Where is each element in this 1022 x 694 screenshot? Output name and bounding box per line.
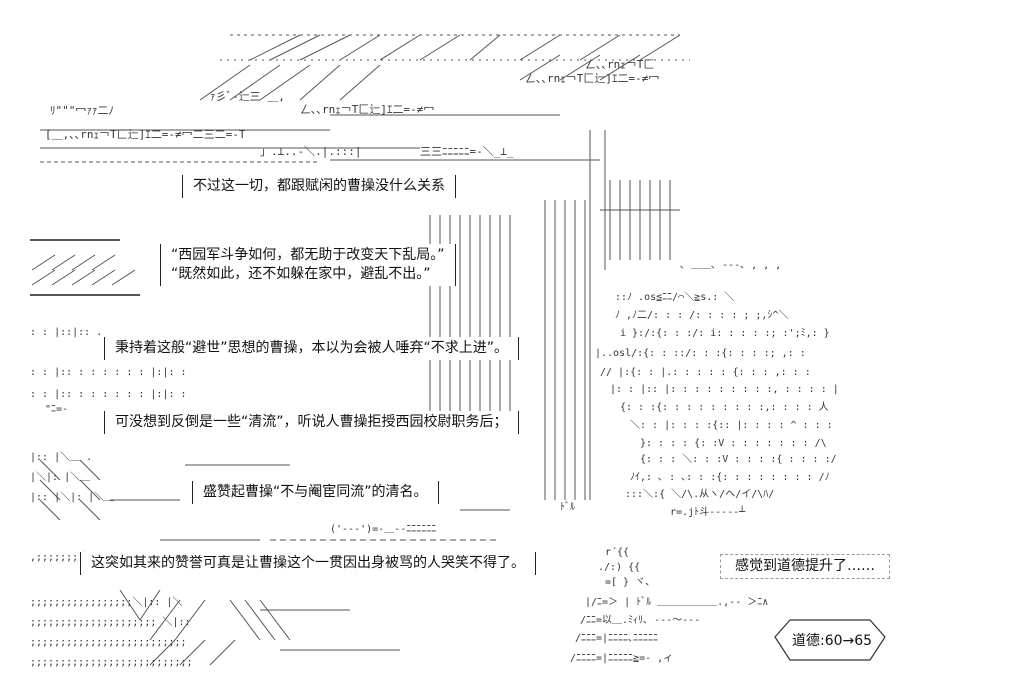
svg-text:＼: : |: : : :{:: |: : : : ^ :: ＼: : |: : : :{:: |: : : : ^ : : :	[630, 419, 833, 431]
svg-text:: : |:: : : : : : : |:|: :: : : |:: : : : : : : |:|: :	[30, 367, 187, 378]
svg-text:ﾘ"""冖ｧｧ二ﾉ: ﾘ"""冖ｧｧ二ﾉ	[50, 104, 114, 117]
svg-text:: : |::|:: .: : : |::|:: .	[30, 327, 102, 338]
svg-text:r=.jﾄ斗‐‐‐‐‐┴: r=.jﾄ斗‐‐‐‐‐┴	[670, 505, 746, 518]
svg-text:// |:{: : |.: : : : : {: : :: // |:{: : |.: : : : : {: : : ,: : :	[600, 367, 811, 378]
svg-text:|/ﾆ=＞ | ﾄﾞﾙ ＿＿＿＿＿＿.,‐‐ ＞ﾆ∧: |/ﾆ=＞ | ﾄﾞﾙ ＿＿＿＿＿＿.,‐‐ ＞ﾆ∧	[585, 596, 768, 608]
status-message-text: 感觉到道德提升了……	[735, 558, 875, 574]
svg-text:;;;;;;;;;;;;;;;;;;;;;;;;;;;: ;;;;;;;;;;;;;;;;;;;;;;;;;;;	[30, 657, 193, 668]
svg-text:|: : |:: |: : : : : : : : :, :: |: : |:: |: : : : : : : : :, : : : : |	[610, 384, 839, 395]
caption-text-line1: “西园军斗争如何，都无助于改变天下乱局。”	[171, 247, 445, 263]
svg-text:|:: |＼＿ .: |:: |＼＿ .	[30, 451, 92, 463]
svg-text:」.⊥..‐＼.|.:::|: 」.⊥..‐＼.|.:::|	[260, 145, 361, 158]
svg-text:ﾄﾞﾙ: ﾄﾞﾙ	[560, 501, 575, 513]
svg-text:;;;;;;;;;;;;;;;;;;;;; ＼|::: ;;;;;;;;;;;;;;;;;;;;; ＼|::	[30, 616, 191, 628]
svg-text:ｧ彡ﾞ‐辷三 ＿,: ｧ彡ﾞ‐辷三 ＿,	[210, 90, 285, 103]
svg-text:./:) {{: ./:) {{	[598, 562, 640, 573]
svg-text:ㄥ､､rnｪ￢T匚: ㄥ､､rnｪ￢T匚	[585, 58, 654, 71]
svg-text:: : |:: : : : : : : |:|: :: : : |:: : : : : : : |:|: :	[30, 389, 187, 400]
caption-text: 不过这一切，都跟赋闲的曹操没什么关系	[193, 178, 445, 194]
seated-figure-art: ､ ＿＿､ ‐‐‐､ , , , ::ﾉ .os≦ﾆﾆ/⌒＼≧s.: ＼ ﾉ ,…	[560, 260, 839, 664]
svg-text:ﾉｲ,: ､ : ､: : :{: : : : : : :: ﾉｲ,: ､ : ､: : :{: : : : : : : : /ﾉ	[630, 472, 830, 483]
svg-text:;;;;;;;;;;;;;;;;;;;;;;;;;;: ;;;;;;;;;;;;;;;;;;;;;;;;;;	[30, 637, 187, 648]
svg-text:"ﾆ=‐: "ﾆ=‐	[45, 404, 68, 415]
svg-text:/ﾆﾆﾆﾆ=|ﾆﾆﾆﾆﾆ≧=‐ ,ィ: /ﾆﾆﾆﾆ=|ﾆﾆﾆﾆﾆ≧=‐ ,ィ	[570, 653, 673, 664]
status-frame	[774, 619, 886, 661]
morality-status-text: 道德:60→65	[792, 633, 873, 649]
caption-text: 这突如其来的赞誉可真是让曹操这个一贯因出身被骂的人哭笑不得了。	[91, 555, 525, 571]
roof-text-art: ㄥ､､rnｪ￢T匚 ㄥ､､rnｪ￢T匚辷]ｴ二=‐≠冖 ｧ彡ﾞ‐辷三 ＿, ㄥ､…	[45, 58, 659, 158]
svg-text:|..osl/:{: : ::/: : :{: : : :;: |..osl/:{: : ::/: : :{: : : :; ,: :	[595, 348, 806, 359]
svg-text:[＿,､､rnｪ￢T匚辷]ｴ二=‐≠冖二三二=‐T: [＿,､､rnｪ￢T匚辷]ｴ二=‐≠冖二三二=‐T	[45, 128, 246, 141]
left-stair-text-art: : : |::|:: . : : |:: : : : : : : |:|: : …	[30, 327, 436, 668]
caption-text: 盛赞起曹操“不与阉宦同流”的清名。	[203, 484, 428, 500]
svg-text::::＼:{ ＼/\.从ヽ/ヘ/イ/\ﾊ/: :::＼:{ ＼/\.从ヽ/ヘ/イ/\ﾊ/	[625, 488, 774, 500]
svg-text:::ﾉ .os≦ﾆﾆ/⌒＼≧s.: ＼: ::ﾉ .os≦ﾆﾆ/⌒＼≧s.: ＼	[615, 291, 734, 303]
caption-text-line2: “既然如此，还不如躲在家中，避乱不出。”	[171, 266, 431, 282]
svg-text:r´{{: r´{{	[605, 546, 629, 558]
svg-text:('‐‐‐')=‐＿‐‐ﾆﾆﾆﾆﾆﾆ: ('‐‐‐')=‐＿‐‐ﾆﾆﾆﾆﾆﾆ	[330, 524, 436, 535]
svg-text:i }:/:{: : :/: i: : : : :; :';: i }:/:{: : :/: i: : : : :; :';ﾐ,: }	[620, 328, 830, 339]
svg-text:/ﾆﾆ=以＿.ﾐｨﾘ､ ‐‐‐〜‐‐‐: /ﾆﾆ=以＿.ﾐｨﾘ､ ‐‐‐〜‐‐‐	[580, 615, 700, 626]
caption-text: 秉持着这般“避世”思想的曹操，本以为会被人唾弃“不求上进”。	[115, 340, 509, 356]
caption-box-6: 这突如其来的赞誉可真是让曹操这个一贯因出身被骂的人哭笑不得了。	[80, 552, 536, 575]
svg-text:/ﾆﾆﾆ=|ﾆﾆﾆﾆ､ﾆﾆﾆﾆﾆ: /ﾆﾆﾆ=|ﾆﾆﾆﾆ､ﾆﾆﾆﾆﾆ	[575, 633, 658, 644]
svg-text:{: : : ＼: : :V : : : :{ : : :: {: : : ＼: : :V : : : :{ : : : :/	[640, 453, 837, 465]
caption-box-1: 不过这一切，都跟赋闲的曹操没什么关系	[182, 175, 456, 198]
svg-text:ㄥ､､rnｪ￢T匚辷]ｴ二=‐≠冖: ㄥ､､rnｪ￢T匚辷]ｴ二=‐≠冖	[525, 72, 659, 85]
caption-box-4: 可没想到反倒是一些“清流”，听说人曹操拒授西园校尉职务后；	[104, 411, 519, 434]
caption-box-5: 盛赞起曹操“不与阉宦同流”的清名。	[192, 481, 439, 504]
svg-text:三三ﾆﾆﾆﾆﾆ=‐＼_⊥_: 三三ﾆﾆﾆﾆﾆ=‐＼_⊥_	[420, 145, 514, 158]
svg-text:{: : :{: : : : : : : : :,: : :: {: : :{: : : : : : : : :,: : : : 人	[620, 401, 829, 413]
svg-text:ﾉ ,ﾉ二/: : : /: : : : ; ;,ｼ^＼: ﾉ ,ﾉ二/: : : /: : : : ; ;,ｼ^＼	[615, 309, 788, 321]
svg-text:=[ } ヾ、: =[ } ヾ、	[605, 577, 655, 588]
morality-status: 道德:60→65	[792, 630, 872, 650]
caption-box-2: “西园军斗争如何，都无助于改变天下乱局。” “既然如此，还不如躲在家中，避乱不出…	[160, 244, 456, 286]
svg-text:|:: |＼|: |＼＿: |:: |＼|: |＼＿	[30, 491, 114, 503]
caption-text: 可没想到反倒是一些“清流”，听说人曹操拒授西园校尉职务后；	[115, 414, 508, 430]
roof-lines-art	[40, 34, 690, 163]
svg-text:}: : : : {: :V : : : : : : : /: }: : : : {: :V : : : : : : : /\	[640, 438, 827, 449]
caption-box-3: 秉持着这般“避世”思想的曹操，本以为会被人唾弃“不求上进”。	[104, 337, 520, 360]
svg-text:;;;;;;;;;;;;;;;;;＼|:: |＼: ;;;;;;;;;;;;;;;;;＼|:: |＼	[30, 596, 182, 608]
status-message: 感觉到道德提升了……	[720, 554, 890, 579]
svg-text:|＼|: |＼＿: |＼|: |＼＿	[30, 471, 90, 483]
diagonal-hatch-art	[31, 254, 291, 666]
svg-text:､ ＿＿､ ‐‐‐､ , , ,: ､ ＿＿､ ‐‐‐､ , , ,	[680, 260, 781, 271]
svg-text:ㄥ､､rnｪ￢T匚辷]ｴ二=‐≠冖: ㄥ､､rnｪ￢T匚辷]ｴ二=‐≠冖	[300, 103, 434, 116]
